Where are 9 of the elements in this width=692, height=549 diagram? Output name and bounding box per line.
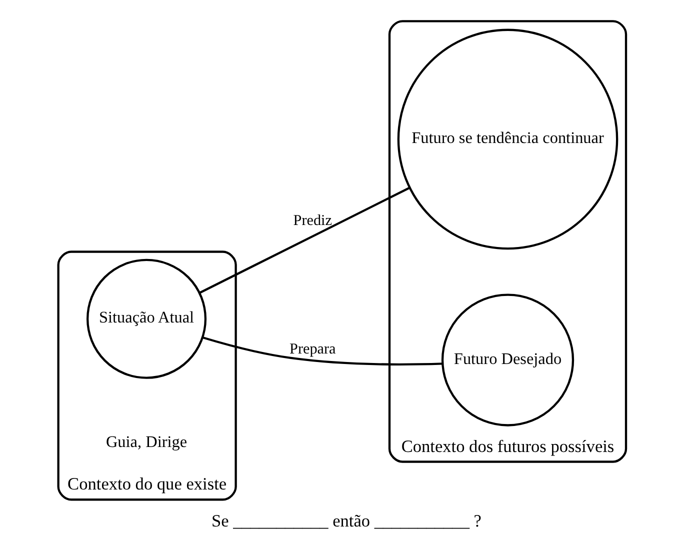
node-circle: Situação Atual xyxy=(86,258,206,379)
caption: Se ___________ então ___________ ? xyxy=(211,511,481,530)
node-circle: Futuro se tendência continuar xyxy=(396,28,618,250)
label: Guia, Dirige xyxy=(105,433,187,452)
connector xyxy=(202,336,442,366)
node-circle: Futuro Desejado xyxy=(440,294,574,426)
edge-label: Prepara xyxy=(289,340,336,358)
connector xyxy=(198,186,410,294)
edge-label: Prediz xyxy=(292,212,332,229)
